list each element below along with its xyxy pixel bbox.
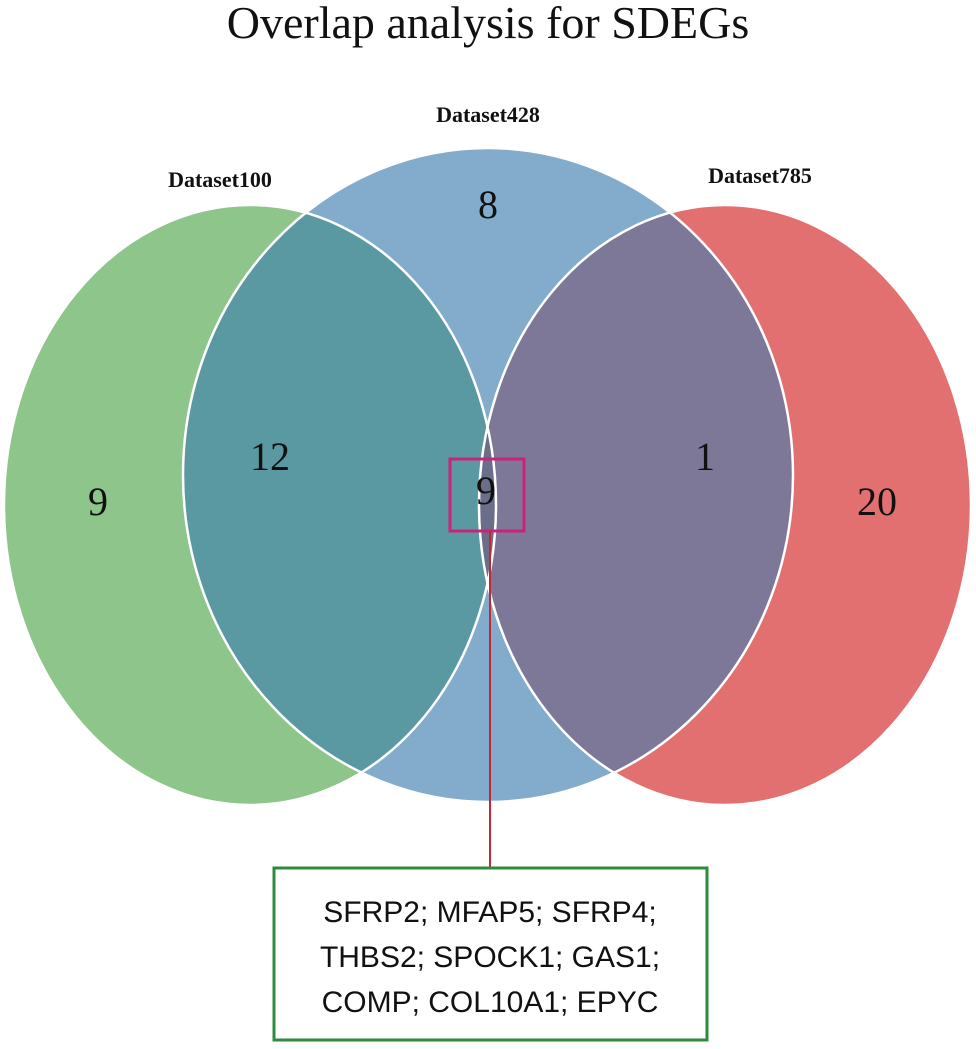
region-all-three [479, 205, 496, 802]
gene-list-callout-box [272, 866, 709, 1042]
gene-list-line-3: COMP; COL10A1; EPYC [322, 986, 659, 1019]
count-dataset100-dataset428: 12 [250, 434, 290, 479]
count-dataset100-only: 9 [88, 479, 108, 524]
set-label-dataset785: Dataset785 [708, 163, 812, 188]
outline-dataset785 [477, 203, 973, 807]
count-all-three: 9 [476, 468, 496, 513]
gene-list-line-2: THBS2; SPOCK1; GAS1; [320, 941, 660, 974]
count-dataset785-only: 20 [857, 479, 897, 524]
highlight-box [448, 457, 526, 533]
outline-dataset100 [2, 203, 498, 807]
gene-list-line-1: SFRP2; MFAP5; SFRP4; [323, 896, 656, 929]
set-label-dataset428: Dataset428 [436, 102, 540, 127]
outline-dataset428 [181, 146, 795, 804]
chart-title: Overlap analysis for SDEGs [227, 0, 750, 48]
count-dataset428-dataset785: 1 [695, 434, 715, 479]
count-dataset428-only: 8 [478, 182, 498, 227]
set-label-dataset100: Dataset100 [168, 167, 272, 192]
